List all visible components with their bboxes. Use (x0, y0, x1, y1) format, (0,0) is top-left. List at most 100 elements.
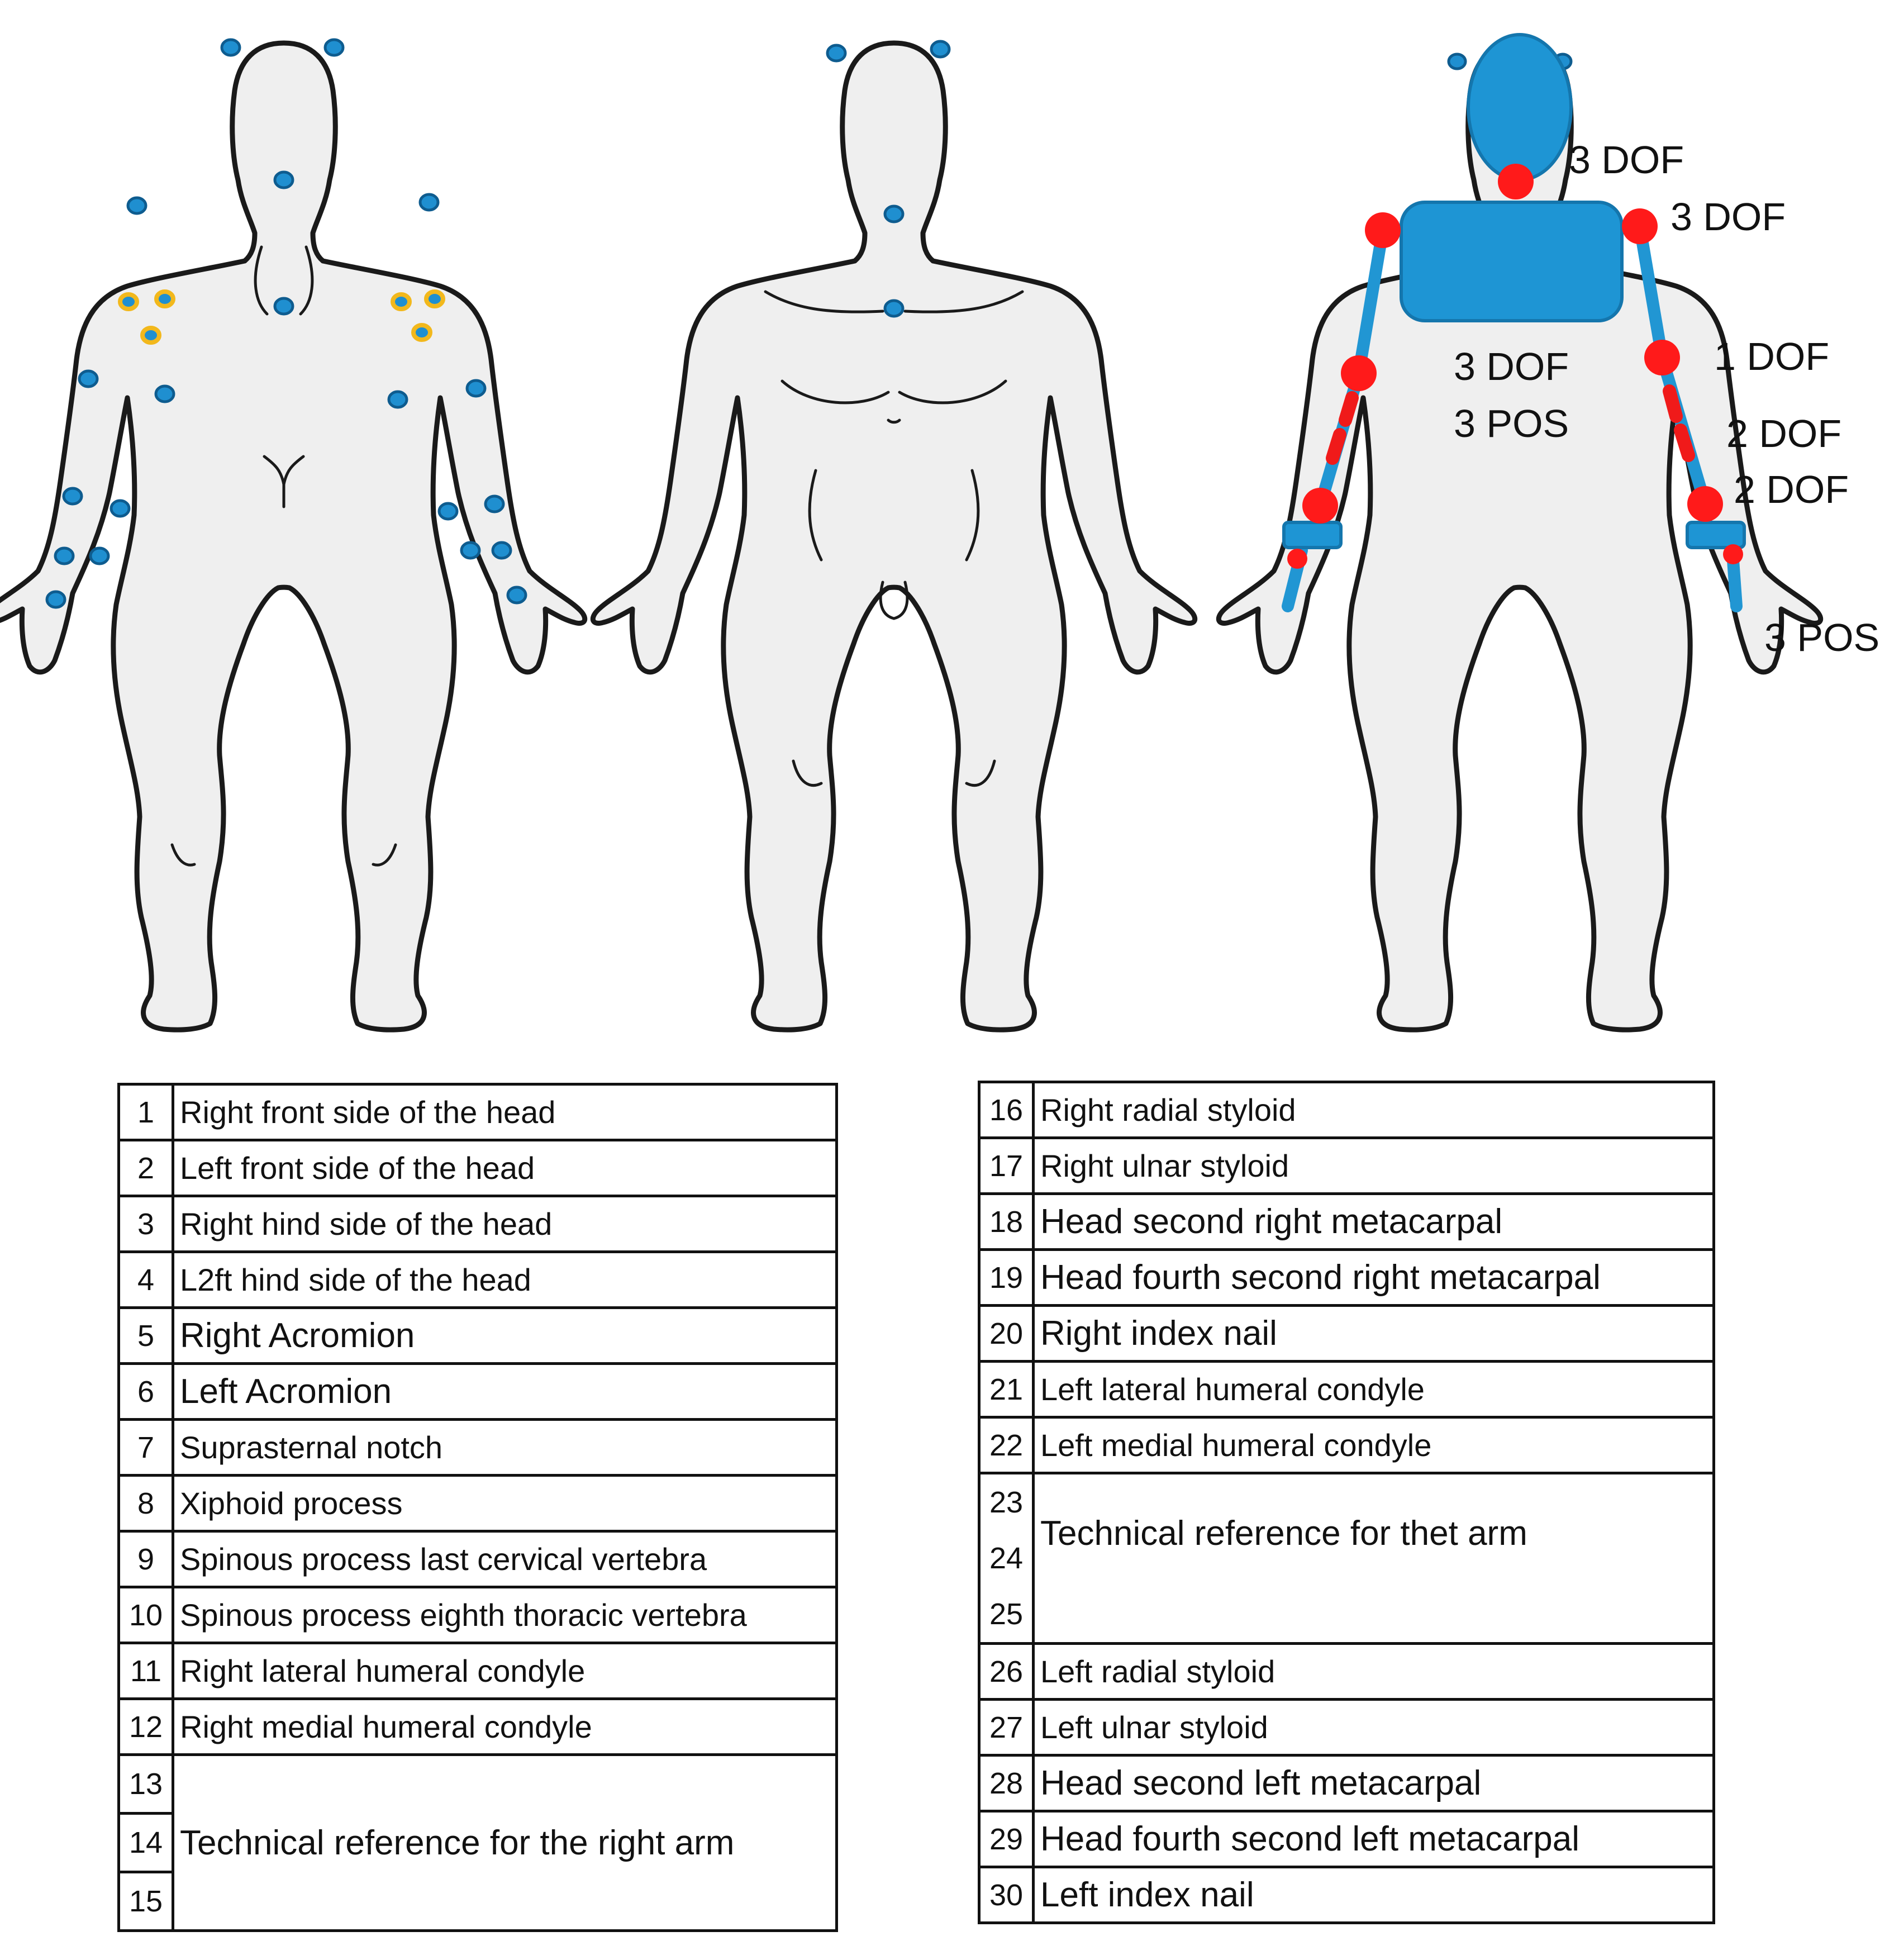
row-number: 2 (117, 1139, 174, 1197)
row-number: 16 (978, 1081, 1035, 1139)
head-segment (1467, 33, 1573, 182)
marker-cluster-left-1 (391, 292, 412, 311)
joint-shoulder-left (1622, 208, 1658, 244)
marker-cluster-right-1 (118, 292, 139, 311)
row-number: 8 (117, 1474, 174, 1533)
row-label: Xiphoid process (172, 1474, 838, 1533)
marker-acromion-right (126, 196, 147, 215)
row-number: 30 (978, 1866, 1035, 1924)
row-number: 15 (128, 1885, 163, 1918)
row-number: 13 (120, 1756, 172, 1815)
marker-front-head-left (930, 40, 951, 59)
model-view-segments (1282, 33, 1746, 612)
row-number: 5 (117, 1306, 174, 1365)
row-label: Right hind side of the head (172, 1195, 838, 1253)
row-number: 21 (978, 1360, 1035, 1419)
marker-elbow-left-lat (465, 379, 487, 398)
joint-shoulder-right (1365, 212, 1401, 248)
marker-head-left (323, 38, 345, 57)
back-view-figure (0, 43, 585, 1030)
marker-wrist-left-2 (484, 494, 505, 513)
row-number: 20 (978, 1304, 1035, 1363)
row-number: 23 (989, 1486, 1024, 1519)
row-number: 11 (117, 1642, 174, 1700)
row-label: Head fourth second right metacarpal (1032, 1248, 1715, 1307)
row-label: Spinous process eighth thoracic vertebra (172, 1586, 838, 1644)
marker-cluster-left-3 (411, 323, 432, 342)
marker-wrist-right-1 (62, 487, 83, 506)
marker-wrist-right-2 (110, 499, 131, 518)
row-number: 19 (978, 1248, 1035, 1307)
front-view-markers (826, 40, 951, 318)
joint-wrist-right (1302, 488, 1338, 524)
forearm-right-red-1 (1339, 391, 1359, 427)
marker-hand-right-3 (45, 590, 66, 609)
merged-row-label: Technical reference for thet arm (1032, 1472, 1715, 1645)
row-number: 26 (978, 1642, 1035, 1701)
merged-row-numbers: 13 14 15 (117, 1753, 174, 1932)
row-number: 4 (117, 1250, 174, 1309)
row-label: Head second left metacarpal (1032, 1754, 1715, 1812)
marker-cluster-right-3 (140, 326, 161, 345)
row-label: Right index nail (1032, 1304, 1715, 1363)
label-neck-dof: 3 DOF (1569, 138, 1684, 182)
marker-suprasternal (883, 204, 905, 223)
row-label: Right Acromion (172, 1306, 838, 1365)
row-number: 9 (117, 1530, 174, 1588)
label-wrist-dof: 2 DOF (1734, 468, 1849, 511)
row-label: Head fourth second left metacarpal (1032, 1810, 1715, 1868)
row-label: Left index nail (1032, 1866, 1715, 1924)
marker-cluster-left-2 (424, 289, 445, 308)
marker-cluster-right-2 (154, 289, 175, 308)
label-hand-pos: 3 POS (1764, 616, 1879, 659)
marker-acromion-left (418, 193, 440, 212)
row-label: Left front side of the head (172, 1139, 838, 1197)
merged-row-label: Technical reference for the right arm (172, 1753, 838, 1932)
marker-hand-right-2 (89, 546, 110, 565)
forearm-right-red-2 (1326, 428, 1346, 465)
marker-hand-left-2 (491, 541, 512, 560)
label-forearm-dof: 2 DOF (1726, 412, 1841, 455)
row-label: Head second right metacarpal (1032, 1192, 1715, 1251)
model-view-labels: 3 DOF 3 DOF 1 DOF 2 DOF 2 DOF 3 DOF 3 PO… (1454, 138, 1879, 659)
row-number: 17 (978, 1136, 1035, 1195)
forearm-left-red-2 (1674, 424, 1695, 462)
table-row-merged: 13 14 15 Technical reference for the rig… (117, 1753, 838, 1932)
row-number: 24 (989, 1542, 1024, 1575)
back-view-markers (45, 38, 527, 609)
joint-elbow-right (1341, 355, 1377, 391)
row-number: 18 (978, 1192, 1035, 1251)
marker-c7 (273, 170, 294, 189)
table-row-merged: 23 24 25 Technical reference for thet ar… (978, 1472, 1715, 1645)
label-shoulder-dof: 3 DOF (1670, 195, 1786, 239)
row-label: Right front side of the head (172, 1083, 838, 1141)
row-label: Right ulnar styloid (1032, 1136, 1715, 1195)
marker-xiphoid (883, 299, 905, 318)
marker-elbow-right-lat (78, 369, 99, 388)
marker-hand-left-1 (460, 541, 481, 560)
row-number: 25 (989, 1597, 1024, 1631)
row-number: 12 (117, 1697, 174, 1756)
row-number: 1 (117, 1083, 174, 1141)
joint-wrist-left (1687, 486, 1723, 522)
marker-wrist-left-1 (437, 502, 459, 521)
marker-hand-left-3 (506, 586, 527, 605)
row-number: 3 (117, 1195, 174, 1253)
body-figures: 3 DOF 3 DOF 1 DOF 2 DOF 2 DOF 3 DOF 3 PO… (0, 33, 1879, 1062)
label-thorax-dof: 3 DOF (1454, 345, 1569, 388)
row-number: 28 (978, 1754, 1035, 1812)
